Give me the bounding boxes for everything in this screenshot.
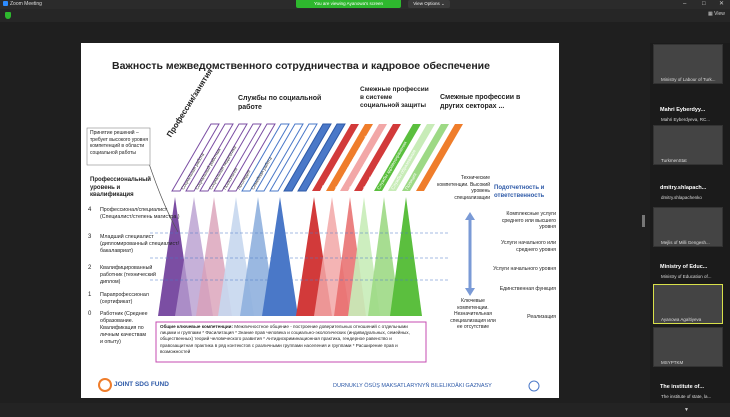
share-banner: You are viewing Ayanowa's screen xyxy=(296,0,401,8)
panel-divider-handle[interactable] xyxy=(642,215,645,227)
participant-name: TurkmenStat xyxy=(661,158,687,163)
responsibility-5: Реализация xyxy=(527,314,556,320)
participant-name: MSYPTKM xyxy=(661,360,684,365)
participant-video-tile[interactable] xyxy=(653,125,723,165)
profession-boxes-other xyxy=(374,124,463,191)
level-0-number: 0 xyxy=(88,311,92,317)
security-shield-icon[interactable] xyxy=(5,12,11,19)
participant-name: Ministry of Labour of Turk... xyxy=(661,77,716,82)
participant-label: Mahri Eyberdyy... xyxy=(660,107,706,113)
decision-note: Принятие решений – требует высокого уров… xyxy=(90,130,148,156)
tech-competence: Технические компетенции. Высокий уровень… xyxy=(437,175,490,201)
level-1-number: 1 xyxy=(88,292,92,298)
minimize-icon[interactable]: – xyxy=(683,1,687,7)
scroll-down-icon[interactable]: ▼ xyxy=(684,407,689,413)
app-title: Zoom Meeting xyxy=(3,0,42,9)
participant-video-tile[interactable] xyxy=(653,284,723,324)
view-options-button[interactable]: View Options ⌄ xyxy=(408,0,450,8)
triangle-midgreen xyxy=(368,197,400,316)
level-3-number: 3 xyxy=(88,234,92,240)
participant-name: Ministry of Education of... xyxy=(661,274,712,279)
slide-title: Важность межведомственного сотрудничеств… xyxy=(112,60,490,72)
level-0-text: Работник (Среднее образование. Квалифика… xyxy=(100,311,148,345)
meeting-toolbar xyxy=(0,9,730,22)
responsibility-2: Услуги начального или среднего уровня xyxy=(500,240,556,253)
view-button[interactable]: ▦ View xyxy=(708,11,725,17)
participant-name: Mejlis of Milli Gengesh... xyxy=(661,240,710,245)
participant-label: dmitry.shlapach... xyxy=(660,185,707,191)
profession-boxes-related xyxy=(312,124,401,191)
levels-title: Профессиональный уровень и квалификация xyxy=(90,177,151,198)
decision-note-box xyxy=(86,127,151,166)
core-competence-box xyxy=(155,321,427,363)
close-icon[interactable]: ✕ xyxy=(719,1,725,7)
footer-right: DURNUKLY ÖSÜŞ MAKSATLARYNYŇ BILELIKDÄKI … xyxy=(333,383,492,389)
key-competence: Ключевые компетенции. Незначительная спе… xyxy=(450,298,496,330)
participant-name: Mahri Eyberdyeva, RC... xyxy=(661,117,711,122)
participant-label: The institute of... xyxy=(660,384,704,390)
responsibility-1: Комплексные услуги среднего или высшего … xyxy=(501,211,556,230)
view-button-label: View xyxy=(714,11,725,17)
participant-name: Ayanowa Agaltiyeva xyxy=(661,317,702,322)
group-related-label: Смежные профессии в системе социальной з… xyxy=(360,86,429,109)
responsibility-4: Единственная функция xyxy=(499,286,556,292)
app-title-text: Zoom Meeting xyxy=(10,1,42,7)
level-3-text: Младший специалист (дипломированный спец… xyxy=(100,234,180,254)
triangle-green xyxy=(390,197,422,316)
sdg-logo-icon xyxy=(98,378,112,392)
participant-video-tile[interactable] xyxy=(653,327,723,367)
responsibility-3: Услуги начального уровня xyxy=(493,266,556,272)
maximize-icon[interactable]: □ xyxy=(702,1,706,7)
participant-name: dmitry.shlapachenko xyxy=(661,195,702,200)
responsibility-title: Подотчетность и ответственность xyxy=(494,185,545,199)
level-1-text: Парапрофессионал (сертификат) xyxy=(100,292,149,305)
participant-label: Ministry of Educ... xyxy=(660,264,708,270)
level-2-number: 2 xyxy=(88,265,92,271)
core-competence-body: Межличностное общение - построение довер… xyxy=(160,324,410,354)
participant-video-tile[interactable] xyxy=(653,44,723,84)
core-competence-text: Общие ключевые компетенции: Межличностно… xyxy=(160,324,424,355)
triangle-blue xyxy=(262,197,298,316)
zoom-icon xyxy=(3,1,8,7)
profession-boxes-social xyxy=(171,123,346,192)
level-4-text: Профессионал/специалист (Специалист/степ… xyxy=(100,207,180,220)
level-2-text: Квалифицированный работник (технический … xyxy=(100,265,156,285)
group-other-label: Смежные профессии в других секторах ... xyxy=(440,94,521,110)
participant-video-tile[interactable] xyxy=(653,207,723,247)
participant-name: The institute of state, la... xyxy=(661,394,712,399)
bottom-bar xyxy=(0,403,730,417)
level-4-number: 4 xyxy=(88,207,92,213)
group-social-label: Службы по социальной работе xyxy=(238,95,322,111)
un-emblem-icon xyxy=(528,380,540,392)
footer-left: JOINT SDG FUND xyxy=(114,381,169,388)
core-competence-label: Общие ключевые компетенции: xyxy=(160,324,233,329)
